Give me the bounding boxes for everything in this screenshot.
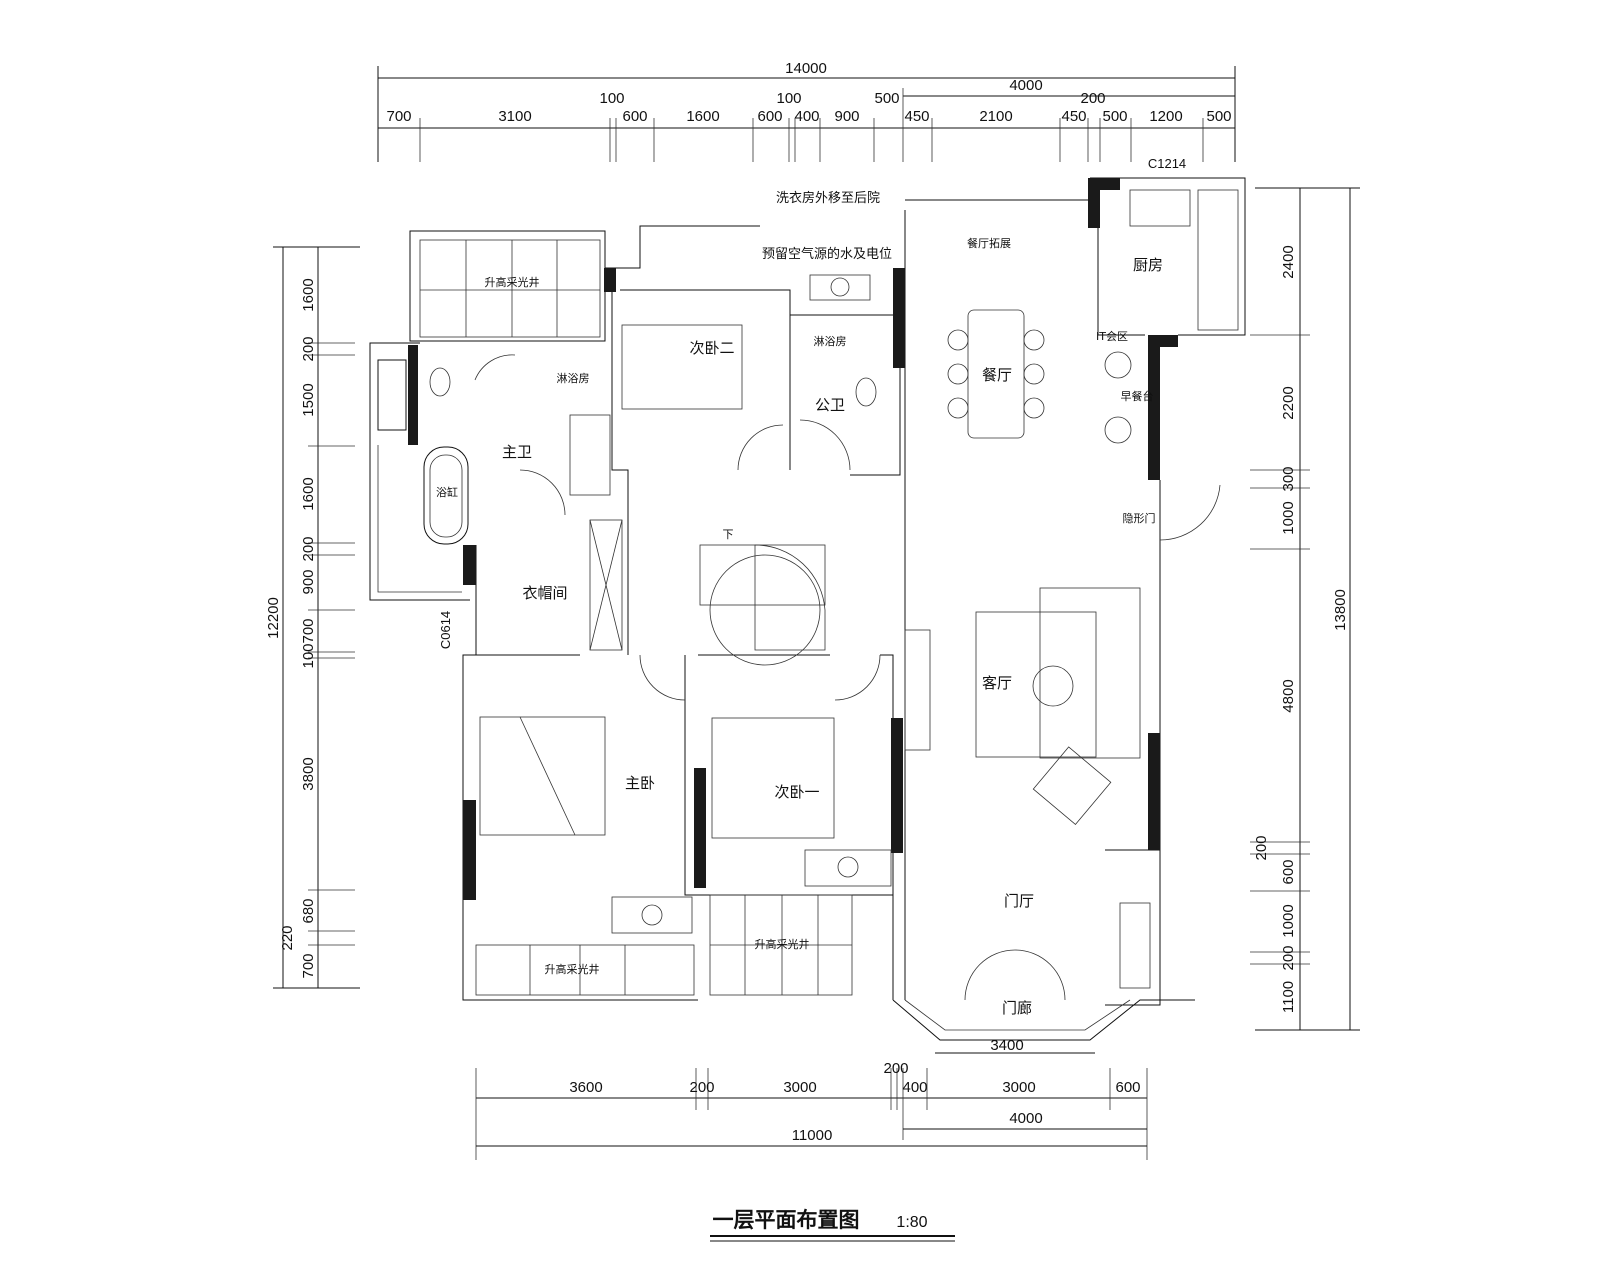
dim-left-700a: 700	[300, 618, 317, 643]
dim-top-600b: 600	[757, 108, 782, 125]
dim-right-300: 300	[1280, 466, 1297, 491]
label-shower: 淋浴房	[557, 372, 590, 385]
dim-right-1100: 1100	[1280, 981, 1297, 1013]
label-light-well-2: 升高采光井	[545, 962, 600, 976]
note-window-c0614: C0614	[438, 611, 453, 649]
label-public-bath: 公卫	[815, 396, 845, 414]
left-dimensions: 12200 1600 200 1500 1600 200 900 700 100…	[265, 246, 360, 989]
dim-top-900: 900	[834, 108, 859, 125]
solid-wall-blocks	[408, 178, 1178, 900]
dim-top-row2-e: 200	[1080, 90, 1105, 107]
dim-right-200a: 200	[1253, 835, 1270, 860]
dim-top-row2-d: 4000	[1009, 77, 1042, 94]
bottom-dimensions: 3600 200 3000 200 400 3000 600 4000 1100…	[475, 1037, 1148, 1160]
dim-bottom-200b: 200	[883, 1060, 908, 1077]
label-dining: 餐厅	[982, 366, 1012, 384]
dim-top-700: 700	[386, 108, 411, 125]
dim-right-total: 13800	[1332, 589, 1349, 631]
dim-right-600: 600	[1280, 859, 1297, 884]
dim-top-1200: 1200	[1149, 108, 1182, 125]
note-window-c1214: C1214	[1148, 156, 1186, 171]
dim-top-450b: 450	[1061, 108, 1086, 125]
dim-left-total: 12200	[265, 597, 282, 639]
note-hvac: 预留空气源的水及电位	[762, 246, 892, 262]
note-laundry: 洗衣房外移至后院	[776, 190, 880, 206]
dim-bottom-4000: 4000	[1009, 1110, 1042, 1127]
dim-bottom-3000a: 3000	[783, 1079, 816, 1096]
label-light-well-1: 升高采光井	[485, 275, 540, 289]
dim-left-100: 100	[300, 643, 317, 668]
label-bar: IT会区	[1096, 330, 1128, 343]
dim-right-2200: 2200	[1280, 386, 1297, 419]
dim-top-500b: 500	[1206, 108, 1231, 125]
dim-top-row2-c: 500	[874, 90, 899, 107]
notes: 洗衣房外移至后院 预留空气源的水及电位 C1214 C0614 下	[438, 156, 1186, 649]
room-labels: 主卫 淋浴房 浴缸 衣帽间 主卧 次卧二 淋浴房 公卫 次卧一 餐厅 餐厅拓展 …	[436, 236, 1163, 1017]
label-breakfast: 早餐台	[1121, 389, 1154, 403]
dim-bottom-porch: 3400	[990, 1037, 1023, 1054]
dim-bottom-400: 400	[902, 1079, 927, 1096]
dim-left-680: 680	[300, 898, 317, 923]
drawing-title-block: 一层平面布置图 1:80	[710, 1208, 955, 1242]
drawing-scale: 1:80	[896, 1214, 927, 1231]
dim-top-500a: 500	[1102, 108, 1127, 125]
label-porch: 门廊	[1002, 999, 1032, 1017]
right-dimensions: 13800 2400 2200 300 1000 4800 200 600 10…	[1250, 187, 1360, 1031]
dim-bottom-200a: 200	[689, 1079, 714, 1096]
label-hidden-door: 隐形门	[1123, 511, 1156, 525]
dim-left-220: 220	[279, 925, 296, 950]
dim-top-3100: 3100	[498, 108, 531, 125]
walls	[369, 177, 1246, 1041]
furniture	[377, 189, 1239, 1001]
dim-left-1600a: 1600	[300, 278, 317, 311]
label-shower-two: 淋浴房	[814, 335, 847, 348]
label-cloakroom: 衣帽间	[522, 584, 567, 602]
dim-left-200b: 200	[300, 536, 317, 561]
label-master-bedroom: 主卧	[625, 774, 655, 792]
label-bathtub: 浴缸	[436, 485, 458, 499]
dim-left-3800: 3800	[300, 757, 317, 790]
label-kitchen: 厨房	[1133, 256, 1163, 274]
dim-top-450a: 450	[904, 108, 929, 125]
drawing-title: 一层平面布置图	[713, 1208, 860, 1232]
label-living: 客厅	[982, 674, 1012, 692]
dim-top-2100: 2100	[979, 108, 1012, 125]
note-stair-down: 下	[723, 528, 734, 541]
label-master-bath: 主卫	[502, 443, 532, 461]
dim-right-1000b: 1000	[1280, 904, 1297, 937]
dim-bottom-total: 11000	[792, 1127, 833, 1144]
dim-top-row2-b: 100	[776, 90, 801, 107]
dim-left-700b: 700	[300, 953, 317, 978]
dim-top-row2-a: 100	[599, 90, 624, 107]
dim-left-200a: 200	[300, 336, 317, 361]
dim-top-400: 400	[794, 108, 819, 125]
dim-right-1000a: 1000	[1280, 501, 1297, 534]
top-dimensions: 14000 100 100 500 4000 200 700 3100	[377, 60, 1236, 162]
dim-right-2400: 2400	[1280, 245, 1297, 278]
dim-right-4800: 4800	[1280, 679, 1297, 712]
dim-left-900: 900	[300, 569, 317, 594]
label-foyer: 门厅	[1004, 892, 1034, 910]
dim-top-1600: 1600	[686, 108, 719, 125]
label-bedroom-one: 次卧一	[774, 783, 819, 801]
dim-left-1600b: 1600	[300, 477, 317, 510]
label-light-well-3: 升高采光井	[755, 937, 810, 951]
dim-bottom-3600: 3600	[569, 1079, 602, 1096]
label-bedroom-two: 次卧二	[689, 339, 734, 357]
dim-bottom-3000b: 3000	[1002, 1079, 1035, 1096]
dim-top-600a: 600	[622, 108, 647, 125]
dim-right-200b: 200	[1280, 945, 1297, 970]
dim-left-1500: 1500	[300, 383, 317, 416]
dim-top-total: 14000	[785, 60, 827, 77]
dim-bottom-600: 600	[1115, 1079, 1140, 1096]
label-dining-ext: 餐厅拓展	[967, 236, 1011, 250]
